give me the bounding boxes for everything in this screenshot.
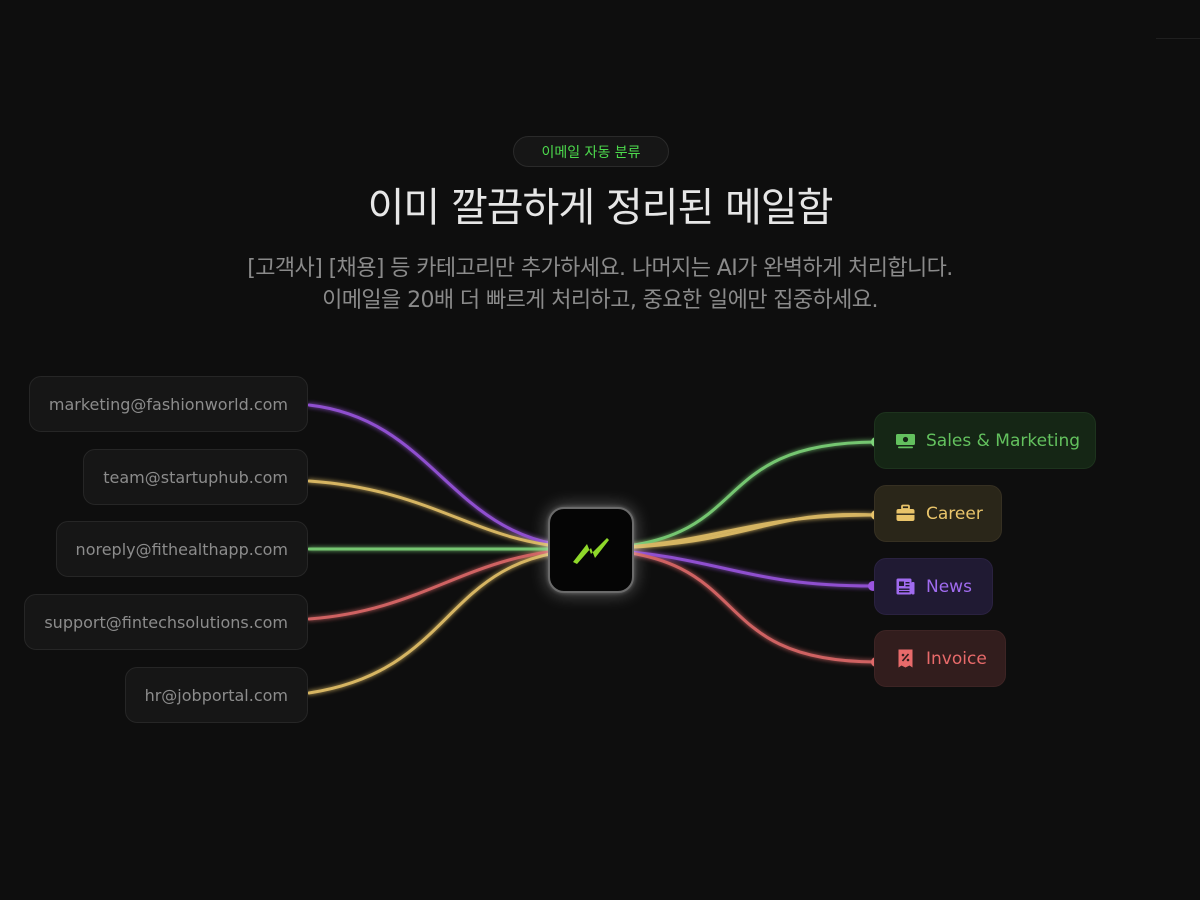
source-email-address: team@startuphub.com — [103, 467, 288, 487]
subtitle-line-1: [고객사] [채용] 등 카테고리만 추가하세요. 나머지는 AI가 완벽하게 … — [247, 256, 953, 281]
section-badge: 이메일 자동 분류 — [513, 136, 669, 167]
source-email-card: team@startuphub.com — [83, 449, 308, 505]
source-email-address: hr@jobportal.com — [144, 685, 288, 705]
category-label: Invoice — [926, 648, 987, 669]
source-email-card: hr@jobportal.com — [124, 667, 308, 723]
category-news: News — [874, 558, 993, 615]
source-email-address: noreply@fithealthapp.com — [75, 539, 288, 559]
subtitle-line-2: 이메일을 20배 더 빠르게 처리하고, 중요한 일에만 집중하세요. — [322, 288, 878, 313]
source-email-card: support@fintechsolutions.com — [24, 594, 308, 650]
lightning-bolt-icon — [573, 538, 609, 564]
category-sales-marketing: Sales & Marketing — [874, 412, 1096, 469]
source-email-card: marketing@fashionworld.com — [28, 376, 308, 432]
money-icon — [895, 430, 916, 451]
top-divider — [1156, 38, 1200, 39]
source-email-address: support@fintechsolutions.com — [44, 612, 288, 632]
briefcase-icon — [895, 503, 916, 524]
category-label: News — [926, 576, 972, 597]
source-email-address: marketing@fashionworld.com — [48, 394, 288, 414]
category-label: Career — [926, 503, 983, 524]
receipt-icon — [895, 648, 916, 669]
category-label: Sales & Marketing — [926, 430, 1081, 451]
source-email-card: noreply@fithealthapp.com — [55, 521, 308, 577]
page-title: 이미 깔끔하게 정리된 메일함 — [367, 185, 834, 231]
ai-hub — [548, 507, 634, 593]
category-career: Career — [874, 485, 1002, 542]
newspaper-icon — [895, 576, 916, 597]
category-invoice: Invoice — [874, 630, 1006, 687]
